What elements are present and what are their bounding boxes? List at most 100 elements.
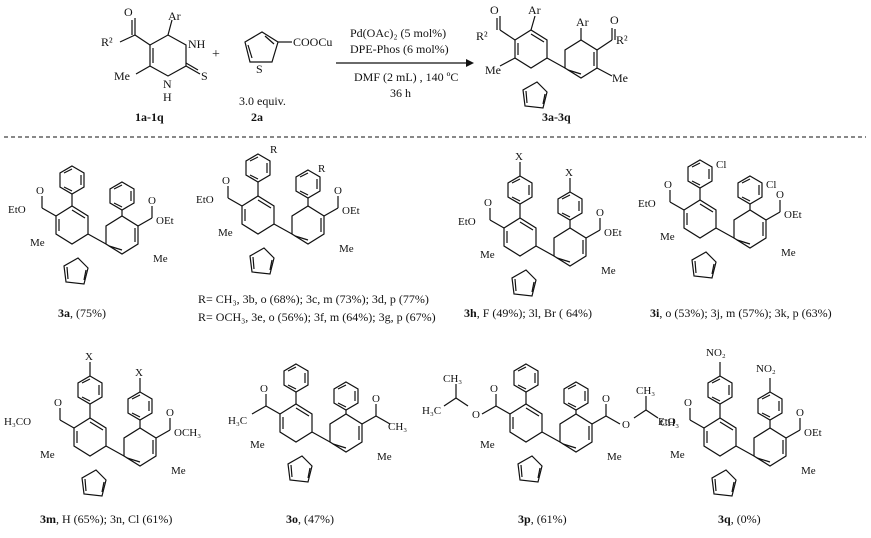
atom-Me: Me [670, 449, 685, 461]
atom-Ar: Ar [576, 15, 589, 29]
condition-solvent-temperature: DMF (2 mL) , 140 ºC [354, 70, 459, 84]
atom-Me: Me [601, 265, 616, 277]
atom-O: O [596, 207, 604, 219]
atom-O: O [472, 409, 480, 421]
atom-EtO: EtO [196, 194, 214, 206]
atom-NH: NH [188, 37, 206, 51]
structure-3q: NO₂ NO₂ O EtO O OEt Me Me [658, 347, 822, 497]
atom-OEt: OEt [784, 209, 802, 221]
atom-H3C: H₃C [228, 415, 247, 427]
atom-Me: Me [607, 451, 622, 463]
atom-Ar: Ar [168, 9, 181, 23]
atom-O: O [664, 179, 672, 191]
atom-O: O [166, 407, 174, 419]
atom-Me: Me [480, 439, 495, 451]
caption-3b-line1: R= CH₃, 3b, o (68%); 3c, m (73%); 3d, p … [198, 292, 429, 306]
atom-OCH3: OCH₃ [174, 427, 201, 439]
condition-ligand: DPE-Phos (6 mol%) [350, 42, 449, 56]
reactant-2-equiv: 3.0 equiv. [239, 94, 286, 108]
atom-Me: Me [171, 465, 186, 477]
atom-EtO: EtO [458, 216, 476, 228]
atom-X: X [135, 367, 143, 379]
atom-R: R [318, 163, 326, 175]
atom-Me: Me [250, 439, 265, 451]
atom-S: S [201, 69, 208, 83]
plus-sign: + [212, 47, 220, 62]
atom-O: O [372, 393, 380, 405]
caption-3a: 3a, (75%) [58, 306, 106, 320]
atom-NO2: NO₂ [706, 347, 726, 359]
atom-O: O [776, 189, 784, 201]
atom-O: O [260, 383, 268, 395]
atom-Me: Me [485, 63, 501, 77]
atom-R2: R² [476, 29, 488, 43]
condition-catalyst: Pd(OAc)₂ (5 mol%) [350, 26, 447, 40]
atom-Me: Me [781, 247, 796, 259]
atom-Me: Me [114, 69, 130, 83]
atom-Me: Me [40, 449, 55, 461]
atom-O: O [684, 397, 692, 409]
caption-3o: 3o, (47%) [286, 512, 334, 526]
atom-OEt: OEt [604, 227, 622, 239]
caption-3p: 3p, (61%) [518, 512, 567, 526]
atom-H: H [163, 90, 172, 104]
structure-3m-3n: X X O H₃CO O OCH₃ Me Me [4, 351, 201, 497]
caption-3q: 3q, (0%) [718, 512, 761, 526]
atom-O: O [148, 195, 156, 207]
atom-Me: Me [339, 243, 354, 255]
atom-O: O [796, 407, 804, 419]
atom-Me: Me [660, 231, 675, 243]
atom-X: X [565, 167, 573, 179]
reactant-2: S COOCu [244, 31, 332, 76]
atom-EtO: EtO [638, 198, 656, 210]
atom-O: O [484, 197, 492, 209]
atom-H3CO: H₃CO [4, 416, 31, 428]
product-range-label: 3a-3q [542, 110, 571, 124]
atom-R: R [270, 144, 278, 156]
atom-R2: R² [101, 35, 113, 49]
atom-O: O [124, 5, 133, 19]
atom-O: O [36, 185, 44, 197]
atom-O: O [334, 185, 342, 197]
atom-CH3: CH₃ [660, 417, 679, 429]
structure-3b-3g: R R O EtO O OEt Me Me [196, 144, 360, 275]
reactant-1: O R² Ar NH N H S Me [101, 5, 208, 104]
atom-O: O [490, 3, 499, 17]
atom-Me: Me [218, 227, 233, 239]
atom-O: O [54, 397, 62, 409]
atom-S: S [256, 62, 263, 76]
caption-3i: 3i, o (53%); 3j, m (57%); 3k, p (63%) [650, 306, 832, 320]
caption-3h: 3h, F (49%); 3l, Br ( 64%) [464, 306, 593, 320]
atom-CH3: CH₃ [636, 385, 655, 397]
atom-CH3: CH₃ [388, 421, 407, 433]
atom-OEt: OEt [804, 427, 822, 439]
atom-Me: Me [612, 71, 628, 85]
atom-O: O [622, 419, 630, 431]
reactant-2-group: COOCu [293, 35, 332, 49]
atom-CH3: CH₃ [443, 373, 462, 385]
reactant-2-label: 2a [251, 110, 263, 124]
atom-Me: Me [153, 253, 168, 265]
atom-OEt: OEt [342, 205, 360, 217]
atom-H3C: H₃C [422, 405, 441, 417]
atom-Cl: Cl [716, 159, 726, 171]
atom-Me: Me [801, 465, 816, 477]
condition-time: 36 h [390, 86, 411, 100]
atom-X: X [515, 151, 523, 163]
structure-3i-3k: Cl Cl O EtO O OEt Me Me [638, 159, 802, 279]
atom-EtO: EtO [658, 416, 676, 428]
structure-3p: O O CH₃ H₃C O O CH₃ CH₃ Me Me [422, 363, 679, 483]
structure-3a: O EtO O OEt Me Me [8, 165, 174, 285]
structure-3o: O H₃C O CH₃ Me Me [228, 363, 407, 483]
atom-R2: R² [616, 33, 628, 47]
structure-3h-3l: X X O EtO O OEt Me Me [458, 151, 622, 297]
atom-O: O [490, 383, 498, 395]
reactant-1-label: 1a-1q [135, 110, 164, 124]
atom-Me: Me [377, 451, 392, 463]
atom-Cl: Cl [766, 179, 776, 191]
arrow-head [466, 59, 474, 67]
atom-Me: Me [480, 249, 495, 261]
product-general: O R² Ar Ar O R² Me Me [476, 3, 628, 109]
atom-Ar: Ar [528, 3, 541, 17]
